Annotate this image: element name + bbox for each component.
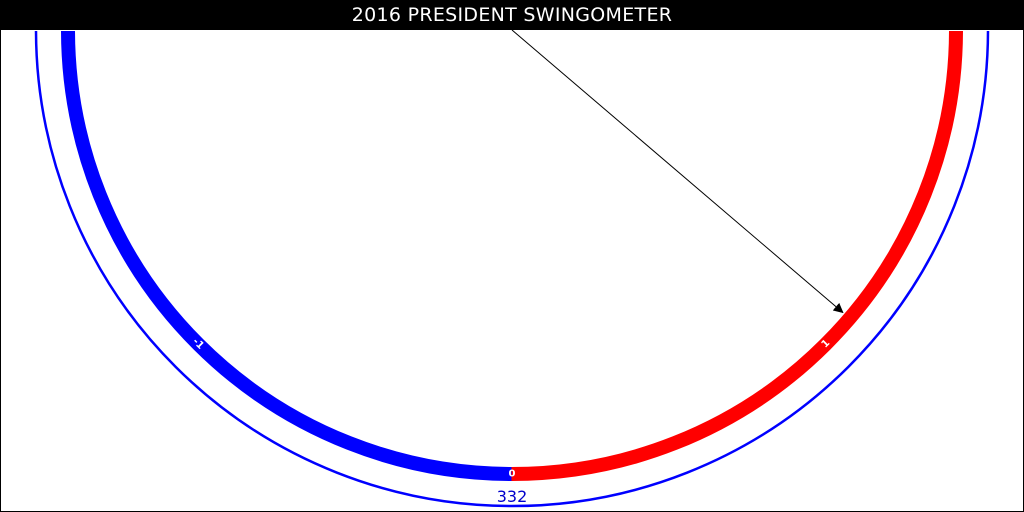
swing-pointer-arrow bbox=[511, 29, 844, 314]
left-arc-blue bbox=[61, 30, 513, 482]
electoral-votes-label: 332 bbox=[497, 487, 528, 506]
outer-ring bbox=[34, 30, 990, 508]
right-arc-red bbox=[511, 30, 963, 482]
tick-label-0: 0 bbox=[509, 469, 516, 480]
page-title: 2016 PRESIDENT SWINGOMETER bbox=[0, 0, 1024, 30]
